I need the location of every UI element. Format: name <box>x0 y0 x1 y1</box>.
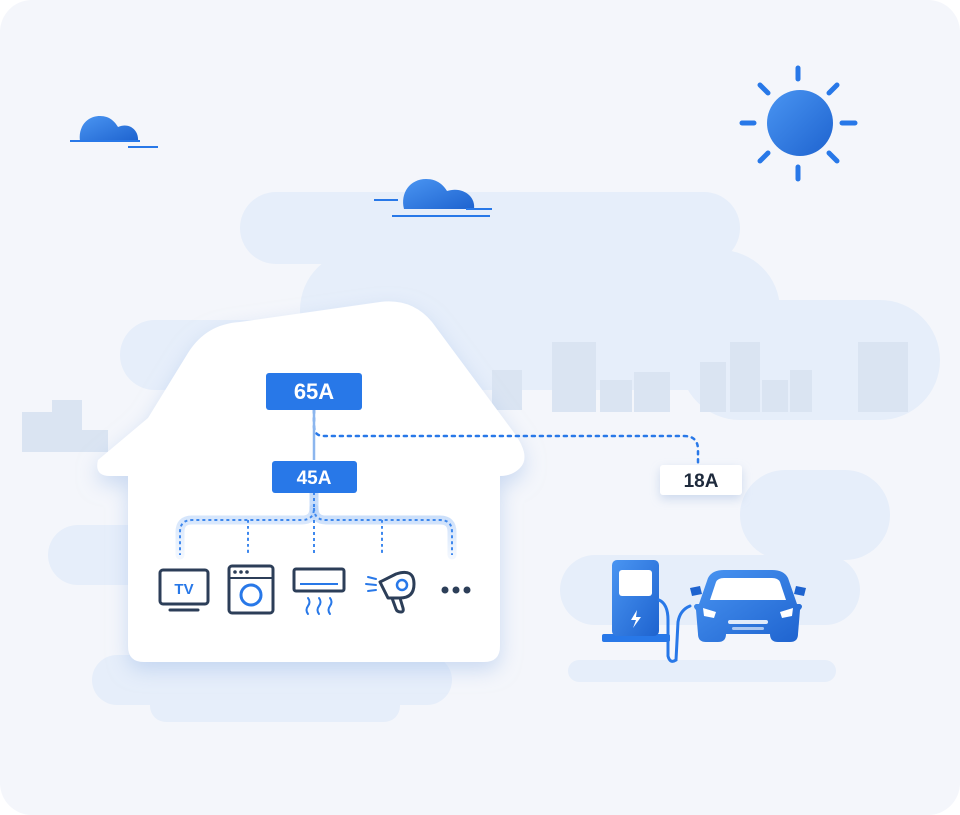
lightning-icon <box>631 610 641 628</box>
tv-label: TV <box>174 581 193 598</box>
tv-icon: TV <box>158 568 210 612</box>
cloud-icon <box>374 179 492 217</box>
cloud-icon <box>70 116 158 148</box>
charger-breaker-badge: 18A <box>660 465 742 495</box>
city-skyline <box>22 342 908 452</box>
hair-dryer-icon <box>365 570 416 614</box>
distribution-tree <box>175 487 457 560</box>
sun-icon <box>739 65 858 182</box>
home-breaker-badge: 45A <box>272 461 357 493</box>
more-icon <box>441 586 471 594</box>
home-breaker-label: 45A <box>297 468 332 489</box>
main-breaker-label: 65A <box>294 379 334 404</box>
air-conditioner-icon <box>292 567 346 615</box>
charging-station-icon <box>602 560 692 663</box>
washing-machine-icon <box>227 564 275 615</box>
charger-breaker-label: 18A <box>684 471 719 492</box>
main-breaker-badge: 65A <box>266 373 362 410</box>
charging-cable <box>657 598 692 663</box>
car-icon <box>690 570 806 642</box>
